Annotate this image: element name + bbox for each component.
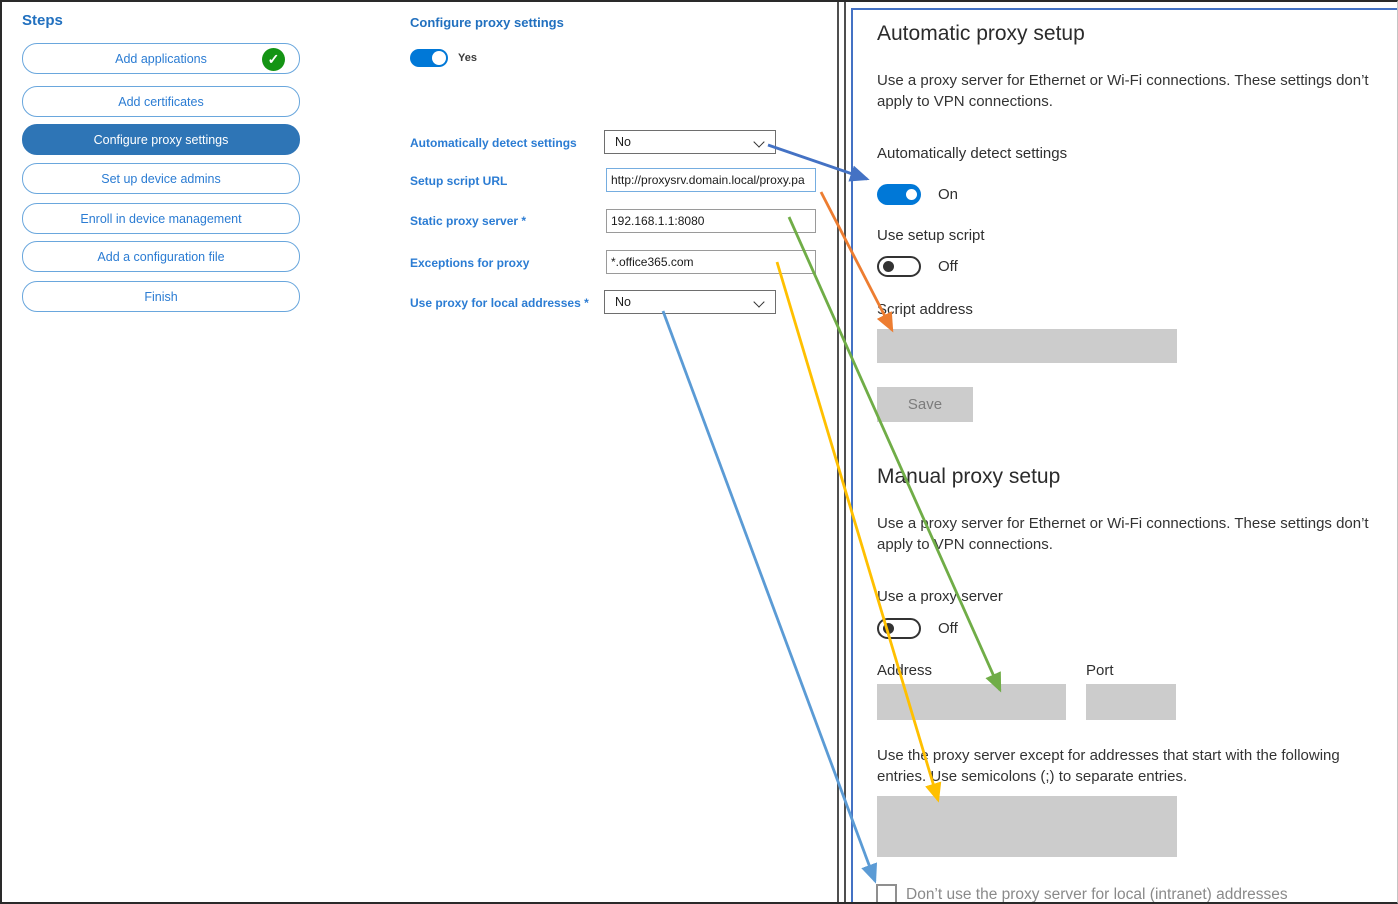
local-addresses-checkbox[interactable] <box>876 884 897 904</box>
script-address-input[interactable] <box>877 329 1177 363</box>
use-setup-script-toggle[interactable] <box>877 256 921 277</box>
step-label: Enroll in device management <box>80 211 242 226</box>
use-proxy-server-toggle-state: Off <box>938 620 958 637</box>
field-label-static-proxy-server: Static proxy server * <box>410 214 527 228</box>
script-address-label: Script address <box>877 301 973 318</box>
step-label: Add certificates <box>118 94 204 109</box>
step-add-applications[interactable]: Add applications ✓ <box>22 43 300 74</box>
toggle-knob <box>883 261 894 272</box>
steps-title: Steps <box>22 12 63 29</box>
local-addresses-checkbox-label: Don’t use the proxy server for local (in… <box>906 886 1288 903</box>
step-complete-check-icon: ✓ <box>262 48 285 71</box>
setup-script-url-input[interactable] <box>606 168 816 192</box>
step-label: Add a configuration file <box>97 249 225 264</box>
detect-settings-toggle[interactable] <box>877 184 921 205</box>
detect-settings-label: Automatically detect settings <box>877 145 1068 162</box>
chevron-down-icon <box>753 136 765 148</box>
configure-proxy-toggle[interactable] <box>410 49 448 67</box>
address-label: Address <box>877 662 933 679</box>
dropdown-value: No <box>615 135 631 149</box>
step-configure-proxy-settings[interactable]: Configure proxy settings <box>22 124 300 155</box>
manual-proxy-setup-heading: Manual proxy setup <box>877 465 1061 488</box>
step-add-certificates[interactable]: Add certificates <box>22 86 300 117</box>
use-proxy-server-label: Use a proxy server <box>877 588 1003 605</box>
port-label: Port <box>1086 662 1114 679</box>
static-proxy-server-input[interactable] <box>606 209 816 233</box>
automatic-proxy-description: Use a proxy server for Ethernet or Wi-Fi… <box>877 72 1369 110</box>
manual-proxy-description: Use a proxy server for Ethernet or Wi-Fi… <box>877 515 1369 553</box>
step-add-configuration-file[interactable]: Add a configuration file <box>22 241 300 272</box>
chevron-down-icon <box>753 296 765 308</box>
step-label: Configure proxy settings <box>93 132 229 147</box>
use-setup-script-label: Use setup script <box>877 227 985 244</box>
automatic-proxy-setup-heading: Automatic proxy setup <box>877 22 1085 45</box>
toggle-knob <box>906 189 917 200</box>
detect-settings-dropdown[interactable]: No <box>604 130 776 154</box>
step-label: Finish <box>144 289 178 304</box>
field-label-use-proxy-local: Use proxy for local addresses * <box>410 296 589 310</box>
step-label: Add applications <box>115 51 207 66</box>
step-enroll-device-management[interactable]: Enroll in device management <box>22 203 300 234</box>
field-label-exceptions-for-proxy: Exceptions for proxy <box>410 256 530 270</box>
configure-proxy-toggle-state: Yes <box>458 52 477 64</box>
proxy-exceptions-textarea[interactable] <box>877 796 1177 857</box>
step-set-up-device-admins[interactable]: Set up device admins <box>22 163 300 194</box>
port-input[interactable] <box>1086 684 1176 720</box>
toggle-knob <box>883 623 894 634</box>
field-label-detect-settings: Automatically detect settings <box>410 136 577 150</box>
detect-settings-toggle-state: On <box>938 186 959 203</box>
exceptions-for-proxy-input[interactable] <box>606 250 816 274</box>
dropdown-value: No <box>615 295 631 309</box>
step-finish[interactable]: Finish <box>22 281 300 312</box>
configure-proxy-title: Configure proxy settings <box>410 15 564 30</box>
step-label: Set up device admins <box>101 171 221 186</box>
panel-divider-line <box>837 0 839 904</box>
toggle-knob <box>432 51 446 65</box>
panel-divider-line <box>844 0 846 904</box>
field-label-setup-script-url: Setup script URL <box>410 174 508 188</box>
use-setup-script-toggle-state: Off <box>938 258 958 275</box>
proxy-exceptions-description: Use the proxy server except for addresse… <box>877 747 1340 785</box>
address-input[interactable] <box>877 684 1066 720</box>
use-proxy-server-toggle[interactable] <box>877 618 921 639</box>
save-button[interactable]: Save <box>877 387 973 422</box>
use-proxy-local-dropdown[interactable]: No <box>604 290 776 314</box>
